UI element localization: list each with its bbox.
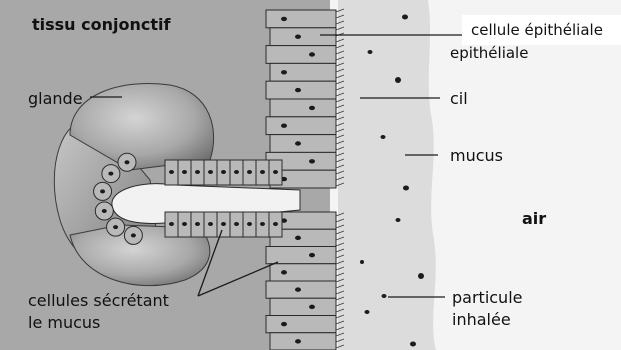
cell-nucleus: [309, 253, 315, 257]
cell-nucleus: [131, 233, 136, 237]
cell-nucleus: [247, 222, 252, 226]
label-inhalee: inhalée: [452, 310, 511, 329]
cell-nucleus: [295, 88, 301, 92]
particle: [382, 294, 387, 298]
particle: [402, 15, 408, 20]
epithelial-cell: [266, 316, 336, 333]
cell-nucleus: [221, 170, 226, 174]
cell-nucleus: [295, 287, 301, 291]
label-glande: glande: [28, 89, 83, 108]
cell-nucleus: [208, 170, 213, 174]
particle: [403, 186, 409, 191]
epithelial-cell: [270, 28, 336, 46]
cell-nucleus: [309, 52, 315, 56]
label-tissu-conjonctif: tissu conjonctif: [32, 15, 171, 34]
particle: [368, 50, 373, 54]
cell-nucleus: [182, 170, 187, 174]
cell-nucleus: [195, 222, 200, 226]
cell-nucleus: [281, 17, 287, 21]
cell-nucleus: [260, 170, 265, 174]
particle: [396, 218, 401, 222]
cell-nucleus: [295, 236, 301, 240]
cell-nucleus: [295, 35, 301, 39]
epithelial-cell: [270, 99, 336, 117]
cell-nucleus: [195, 170, 200, 174]
cell-nucleus: [273, 170, 278, 174]
epithelial-cell: [270, 333, 336, 350]
cell-nucleus: [247, 170, 252, 174]
particle: [381, 135, 386, 139]
particle: [365, 310, 370, 314]
label-particule: particule: [452, 288, 522, 307]
cell-nucleus: [169, 170, 174, 174]
label-air: air: [522, 209, 546, 228]
cell-nucleus: [234, 222, 239, 226]
label-cellule-epitheliale: cellule épithéliale: [471, 21, 603, 39]
epithelial-cell: [266, 10, 336, 28]
cell-nucleus: [182, 222, 187, 226]
label-le-mucus: le mucus: [28, 313, 100, 332]
cell-nucleus: [234, 170, 239, 174]
cell-nucleus: [273, 222, 278, 226]
particle: [410, 342, 416, 347]
cell-nucleus: [102, 209, 107, 213]
epithelial-cell: [266, 46, 336, 64]
cell-nucleus: [113, 225, 118, 229]
cell-nucleus: [108, 172, 113, 176]
cell-nucleus: [295, 339, 301, 343]
epithelial-cell: [266, 247, 336, 264]
particle: [395, 77, 401, 83]
cell-nucleus: [309, 106, 315, 110]
cell-nucleus: [208, 222, 213, 226]
cell-nucleus: [295, 141, 301, 145]
epithelial-cell: [270, 63, 336, 81]
epithelial-cell: [270, 135, 336, 153]
cell-nucleus: [309, 159, 315, 163]
epithelial-cell: [270, 298, 336, 315]
cell-nucleus: [281, 70, 287, 74]
cell-nucleus: [281, 124, 287, 128]
cell-nucleus: [100, 189, 105, 193]
label-mucus: mucus: [450, 146, 503, 165]
cell-nucleus: [221, 222, 226, 226]
cell-nucleus: [309, 305, 315, 309]
cell-nucleus: [281, 322, 287, 326]
cell-nucleus: [169, 222, 174, 226]
label-cellules-secretant: cellules sécrétant: [28, 291, 169, 310]
label-cil: cil: [450, 89, 468, 108]
label-epitheliale-partial: epithéliale: [450, 44, 528, 62]
cell-nucleus: [125, 160, 130, 164]
particle: [418, 273, 424, 279]
epithelial-cell: [266, 117, 336, 135]
particle: [360, 260, 364, 264]
cell-nucleus: [281, 270, 287, 274]
cell-nucleus: [260, 222, 265, 226]
epithelial-cell: [270, 264, 336, 281]
